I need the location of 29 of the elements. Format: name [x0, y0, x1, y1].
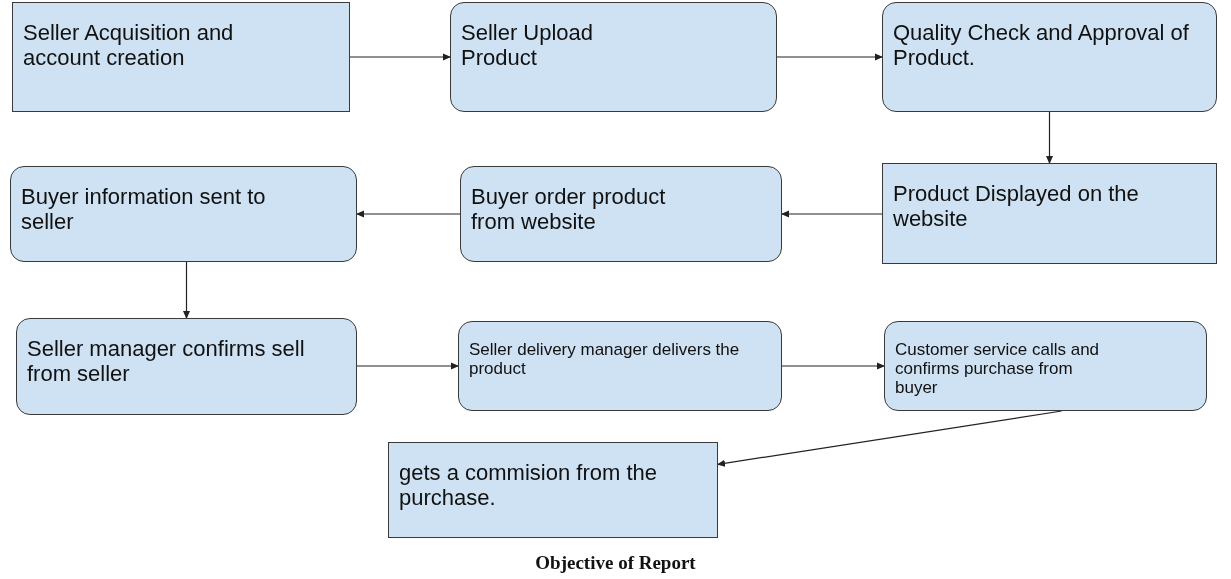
box-text: Product Displayed on the website	[893, 182, 1140, 232]
process-box	[10, 166, 357, 262]
process-box	[388, 442, 718, 538]
arrow	[183, 261, 190, 319]
box-text: Seller manager confirms sell from seller	[27, 337, 306, 387]
arrow	[1046, 111, 1053, 164]
box-text: Seller Acquisition and account creation	[23, 21, 235, 71]
arrow	[356, 362, 459, 370]
box-text: Seller delivery manager delivers the product	[469, 340, 741, 379]
box-text: Customer service calls and confirms purchase from buyer	[895, 340, 1101, 398]
box-text: gets a commision from the purchase.	[399, 461, 658, 511]
box-text: Buyer order product from website	[471, 185, 667, 235]
process-box	[882, 2, 1217, 112]
box-text: Seller Upload Product	[461, 21, 595, 71]
caption: Objective of Report	[535, 552, 696, 574]
arrow	[349, 53, 451, 61]
process-box	[450, 2, 777, 112]
process-box	[12, 2, 350, 112]
arrow	[776, 53, 883, 61]
box-text: Buyer information sent to seller	[21, 185, 267, 235]
box-text: Quality Check and Approval of Product.	[893, 21, 1190, 71]
process-box	[460, 166, 782, 262]
process-box	[884, 321, 1207, 411]
arrow	[356, 210, 461, 218]
arrow	[781, 362, 885, 370]
arrow	[781, 210, 883, 218]
process-box	[458, 321, 782, 411]
process-box	[882, 163, 1217, 264]
process-box	[16, 318, 357, 415]
